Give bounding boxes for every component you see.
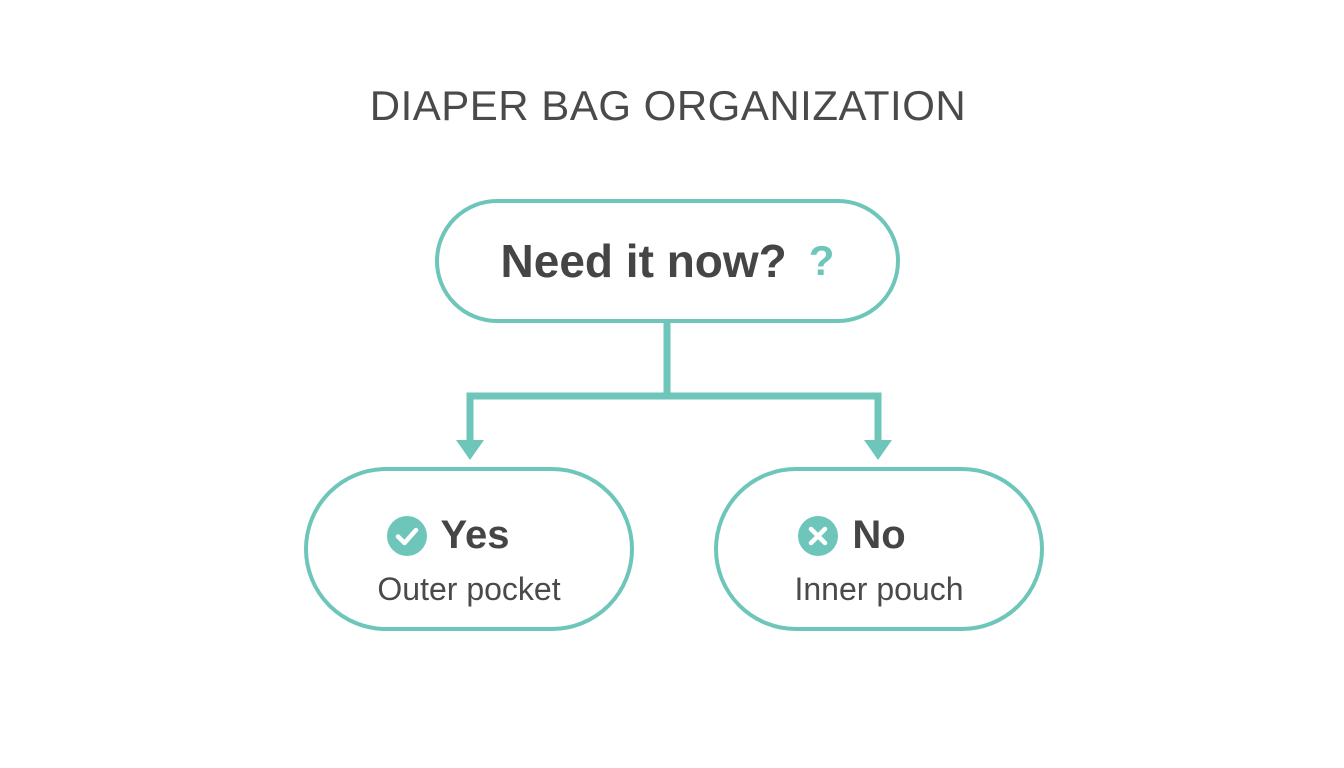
- arrow-no-icon: [864, 440, 892, 460]
- split-connector: [466, 392, 882, 444]
- question-mark-icon: ?: [808, 237, 835, 284]
- branch-yes-label: Yes: [440, 513, 510, 557]
- branch-yes: Yes Outer pocket: [304, 467, 634, 631]
- x-circle-icon: [798, 515, 839, 556]
- branch-no-label: No: [852, 513, 906, 557]
- branch-yes-destination: Outer pocket: [377, 571, 561, 607]
- diagram-title: DIAPER BAG ORGANIZATION: [369, 82, 967, 129]
- branch-no: No Inner pouch: [714, 467, 1044, 631]
- decision-node: Need it now? ?: [435, 199, 900, 323]
- arrow-yes-icon: [456, 440, 484, 460]
- decision-question: Need it now?: [500, 235, 787, 287]
- check-circle-icon: [386, 515, 427, 556]
- branch-no-destination: Inner pouch: [794, 571, 964, 607]
